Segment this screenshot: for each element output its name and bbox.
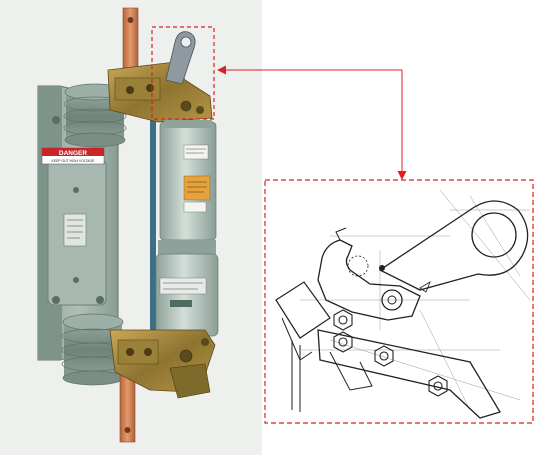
danger-subtext: KEEP OUT HIGH VOLTAGE bbox=[52, 159, 96, 163]
callout-arrow bbox=[217, 65, 407, 180]
detail-bracket bbox=[317, 329, 501, 419]
upper-contact-assembly bbox=[107, 31, 213, 123]
hex-bolt-icon bbox=[428, 375, 448, 397]
detail-latch-hook bbox=[317, 239, 421, 321]
danger-label: DANGER bbox=[59, 150, 87, 157]
arrow-head-icon bbox=[397, 171, 407, 180]
detail-frame bbox=[264, 179, 534, 424]
support-rod bbox=[150, 120, 156, 340]
bottom-copper-terminal bbox=[119, 371, 136, 443]
detail-line-drawing bbox=[275, 189, 531, 419]
hex-bolt-icon bbox=[374, 345, 394, 367]
detail-pivot-pin bbox=[381, 289, 403, 311]
hex-bolt-icon bbox=[333, 309, 353, 331]
hex-bolt-icon bbox=[333, 331, 353, 353]
lower-hinge-assembly bbox=[109, 329, 216, 399]
danger-sticker: DANGER KEEP OUT HIGH VOLTAGE bbox=[41, 147, 105, 165]
arrow-head-icon bbox=[217, 65, 226, 75]
detail-mounting-bar bbox=[275, 281, 331, 339]
callout-box-upper bbox=[151, 26, 215, 120]
fuse-lower-barrel bbox=[155, 240, 219, 337]
panel-spec-plate bbox=[63, 213, 87, 247]
detail-pull-ring bbox=[378, 200, 529, 291]
fuse-upper-barrel bbox=[159, 120, 217, 241]
detail-ring-hole bbox=[471, 212, 517, 258]
